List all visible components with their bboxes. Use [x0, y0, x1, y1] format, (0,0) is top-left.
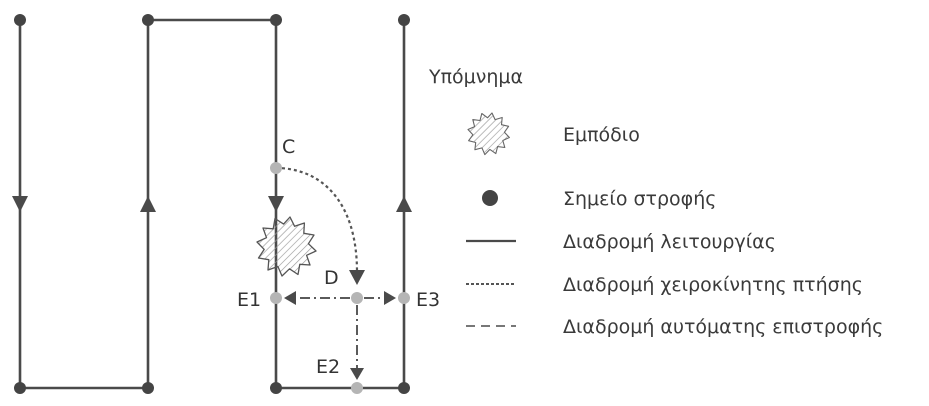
obstacle-starburst-icon [256, 216, 317, 277]
arrow-up-icon [396, 196, 412, 212]
turn-point-dot-icon [142, 382, 154, 394]
turn-point-icon [482, 190, 498, 206]
legend: Υπόμνημα Εμπόδιο Σημείο στροφής Διαδρομή… [428, 66, 883, 338]
label-e3: E3 [416, 289, 440, 311]
label-d: D [324, 267, 339, 289]
waypoint-c [270, 162, 282, 174]
turn-point-dot-icon [398, 14, 410, 26]
point-labels: C D E1 E2 E3 [237, 136, 440, 378]
legend-title: Υπόμνημα [428, 66, 523, 88]
manual-flight-route [275, 166, 359, 273]
arrow-right-icon [384, 291, 396, 305]
arrow-down-icon [268, 196, 284, 212]
waypoint-e2 [351, 382, 363, 394]
turn-point-dot-icon [398, 382, 410, 394]
turn-points [14, 14, 410, 394]
turn-point-dot-icon [270, 382, 282, 394]
arrow-down-icon [349, 270, 365, 285]
turn-point-dot-icon [14, 382, 26, 394]
label-e2: E2 [316, 356, 340, 378]
arrow-down-icon [12, 196, 28, 212]
waypoint-e3 [398, 292, 410, 304]
legend-item-auto-return: Διαδρομή αυτόματης επιστροφής [563, 316, 883, 338]
arrow-up-icon [140, 196, 156, 212]
arrow-left-icon [284, 291, 296, 305]
operation-route-path [18, 18, 406, 390]
waypoint-d [351, 292, 363, 304]
legend-item-operation-route: Διαδρομή λειτουργίας [563, 231, 776, 253]
label-e1: E1 [237, 289, 261, 311]
turn-point-dot-icon [270, 14, 282, 26]
turn-point-dot-icon [14, 14, 26, 26]
operation-route [18, 18, 406, 390]
turn-point-dot-icon [142, 14, 154, 26]
legend-item-manual-flight: Διαδρομή χειροκίνητης πτήσης [563, 274, 863, 296]
arrow-down-icon [350, 368, 364, 380]
legend-item-turn-point: Σημείο στροφής [563, 188, 716, 210]
obstacle-icon [467, 112, 510, 156]
label-c: C [282, 136, 295, 158]
legend-item-obstacle: Εμπόδιο [563, 124, 640, 146]
direction-arrows [12, 196, 412, 212]
waypoints [270, 162, 410, 394]
waypoint-e1 [270, 292, 282, 304]
